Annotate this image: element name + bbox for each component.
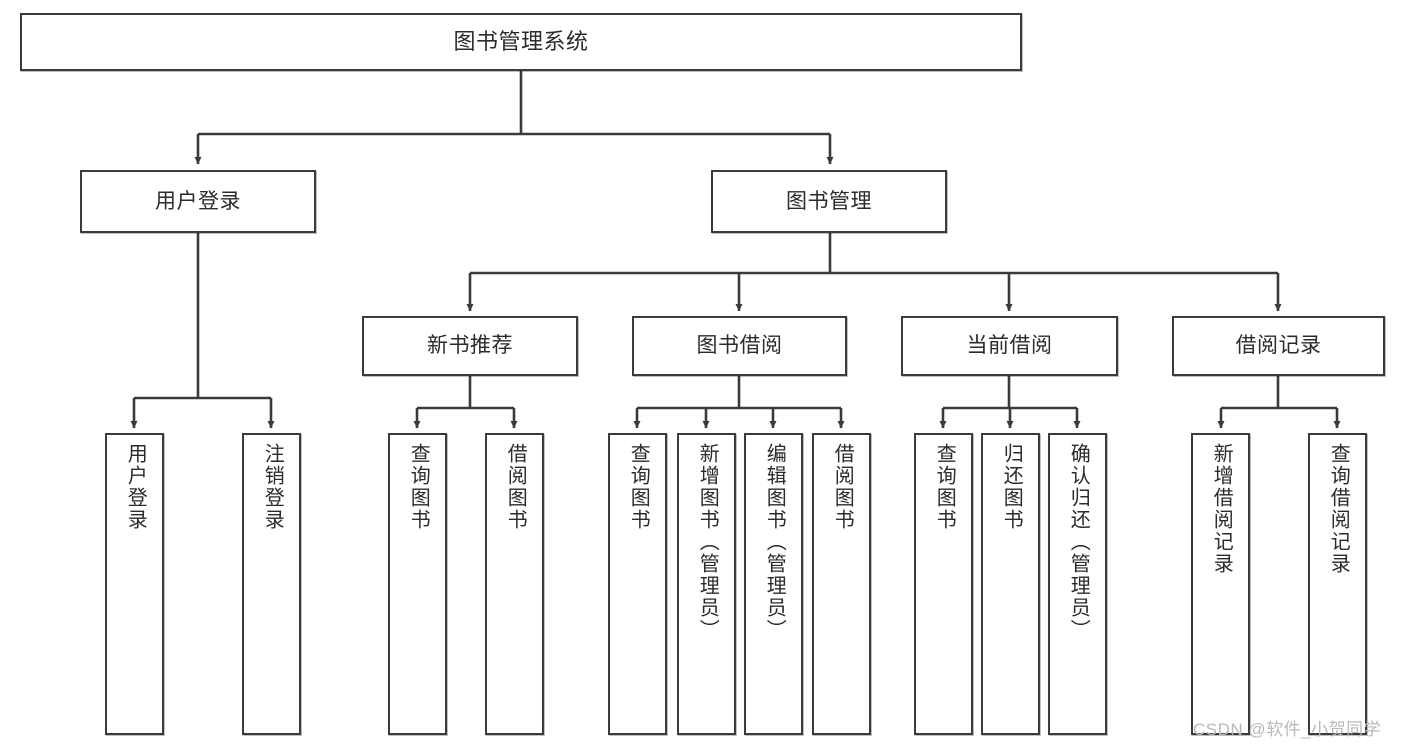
node-book-management[interactable]: 图书管理: [711, 170, 947, 233]
node-root-system[interactable]: 图书管理系统: [20, 13, 1022, 71]
leaf-book-borrow-add[interactable]: 新增图书（管理员）: [677, 433, 736, 735]
node-label: 归还图书: [1000, 443, 1023, 531]
node-label: 新增图书（管理员）: [696, 443, 719, 641]
node-label: 当前借阅: [966, 334, 1053, 358]
node-label: 确认归还（管理员）: [1067, 443, 1090, 641]
node-label: 用户登录: [155, 189, 241, 213]
leaf-borrow-record-query[interactable]: 查询借阅记录: [1308, 433, 1367, 735]
leaf-book-borrow-lend[interactable]: 借阅图书: [812, 433, 871, 735]
node-label: 编辑图书（管理员）: [763, 443, 786, 641]
leaf-borrow-record-add[interactable]: 新增借阅记录: [1191, 433, 1250, 735]
node-borrow-record[interactable]: 借阅记录: [1172, 316, 1385, 376]
leaf-book-borrow-edit[interactable]: 编辑图书（管理员）: [744, 433, 803, 735]
leaf-new-book-query[interactable]: 查询图书: [388, 433, 447, 735]
node-label: 借阅记录: [1235, 334, 1322, 358]
node-label: 借阅图书: [831, 443, 854, 531]
leaf-book-borrow-query[interactable]: 查询图书: [608, 433, 667, 735]
node-label: 新书推荐: [427, 334, 513, 358]
node-label: 查询图书: [627, 443, 650, 531]
leaf-current-borrow-confirm-return[interactable]: 确认归还（管理员）: [1048, 433, 1107, 735]
leaf-user-login-signin[interactable]: 用户登录: [105, 433, 164, 735]
node-label: 图书借阅: [696, 334, 783, 358]
node-label: 查询图书: [933, 443, 956, 531]
leaf-user-login-signout[interactable]: 注销登录: [242, 433, 301, 735]
leaf-current-borrow-return[interactable]: 归还图书: [981, 433, 1040, 735]
node-label: 借阅图书: [504, 443, 527, 531]
leaf-new-book-borrow[interactable]: 借阅图书: [485, 433, 544, 735]
node-new-book-recommend[interactable]: 新书推荐: [362, 316, 578, 376]
node-label: 新增借阅记录: [1210, 443, 1233, 575]
node-label: 查询图书: [407, 443, 430, 531]
node-current-borrow[interactable]: 当前借阅: [901, 316, 1118, 376]
leaf-current-borrow-query[interactable]: 查询图书: [914, 433, 973, 735]
node-label: 图书管理: [786, 189, 872, 213]
node-label: 用户登录: [124, 443, 147, 531]
node-label: 图书管理系统: [453, 28, 589, 54]
watermark-text: CSDN @软件_小贺同学: [1193, 720, 1382, 739]
node-user-login[interactable]: 用户登录: [80, 170, 316, 233]
node-book-borrow[interactable]: 图书借阅: [632, 316, 847, 376]
node-label: 注销登录: [261, 443, 284, 531]
node-label: 查询借阅记录: [1327, 443, 1350, 575]
